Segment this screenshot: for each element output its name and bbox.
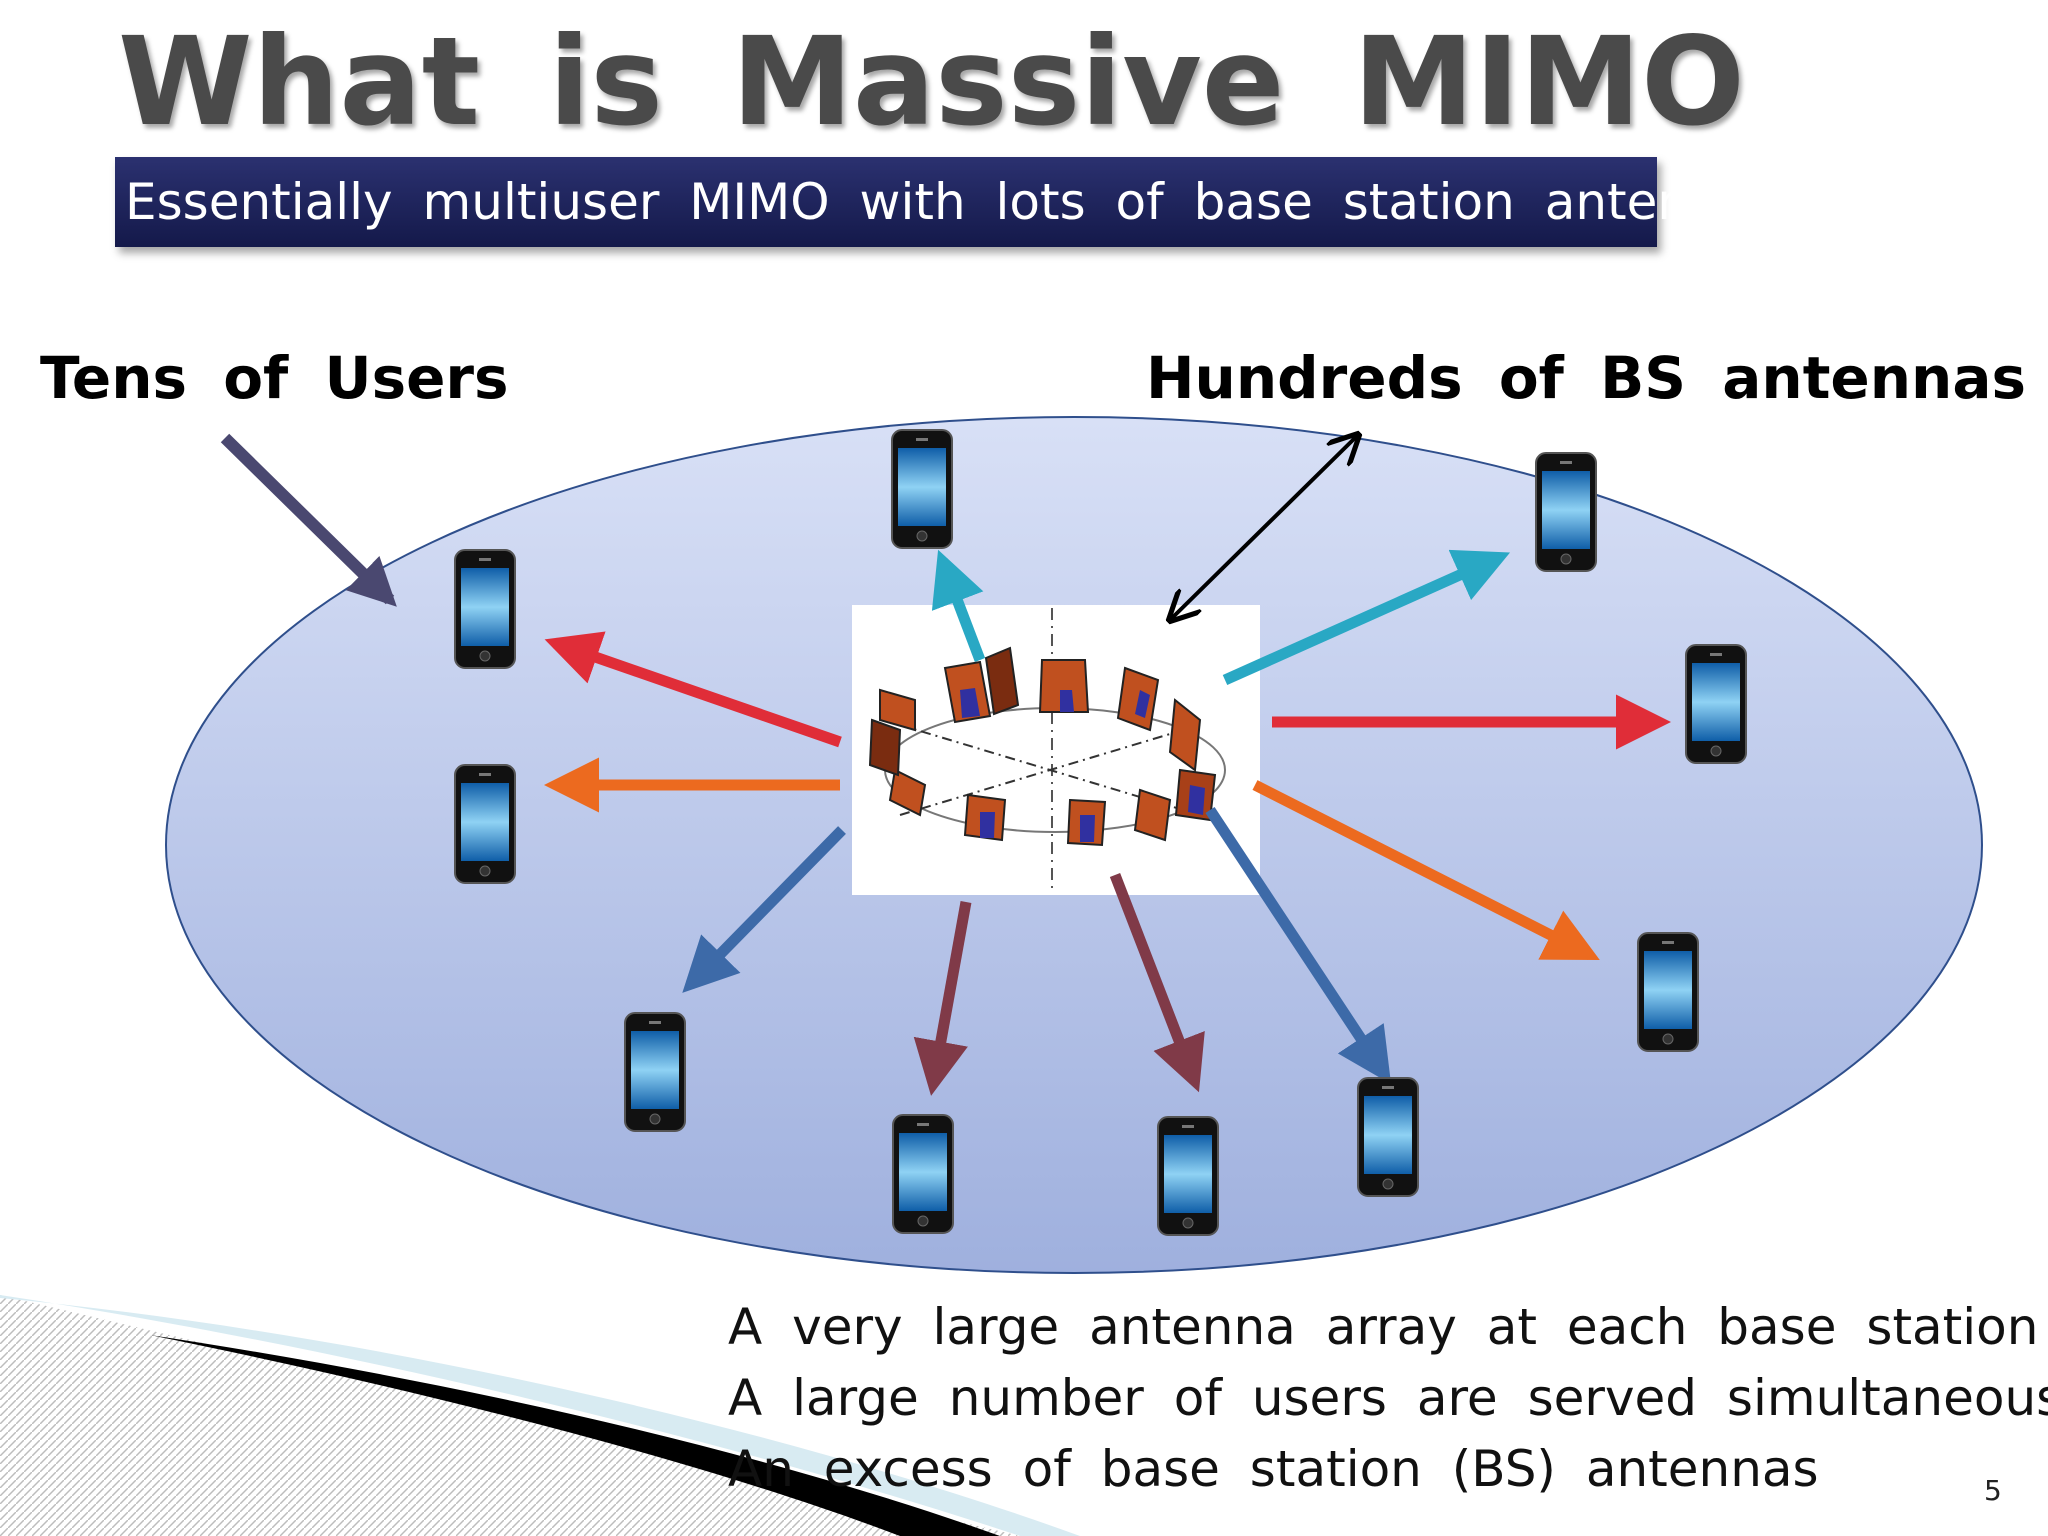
arrow-orange-right: [1252, 780, 1600, 960]
smartphone-icon: [624, 1012, 686, 1132]
arrow-blue-bottom-left: [682, 826, 846, 993]
slide-title: What is Massive MIMO: [118, 11, 1745, 153]
smartphone-icon: [1535, 452, 1597, 572]
smartphone-icon: [891, 429, 953, 549]
users-label: Tens of Users: [40, 344, 509, 412]
smartphone-icon: [892, 1114, 954, 1234]
arrow-maroon-bottom-right: [1109, 873, 1205, 1093]
arrow-blue-bottom-right: [1205, 806, 1392, 1085]
antenna-array-icon: [852, 605, 1260, 895]
arrow-red-left: [544, 631, 842, 748]
smartphone-icon: [454, 764, 516, 884]
smartphone-icon: [1157, 1116, 1219, 1236]
bullet-item: An excess of base station (BS) antennas: [728, 1440, 1819, 1498]
antennas-pointer-arrow: [1170, 435, 1358, 620]
smartphone-icon: [1637, 932, 1699, 1052]
arrow-maroon-bottom-left: [913, 901, 972, 1096]
smartphone-icon: [454, 549, 516, 669]
smartphone-icon: [1685, 644, 1747, 764]
bullet-item: A large number of users are served simul…: [728, 1369, 2048, 1427]
subtitle-text: Essentially multiuser MIMO with lots of …: [125, 173, 1778, 231]
decorative-swoosh: [0, 1295, 1080, 1536]
arrow-cyan-top: [931, 549, 986, 662]
subtitle-bar: Essentially multiuser MIMO with lots of …: [115, 157, 1777, 247]
antennas-label: Hundreds of BS antennas: [1146, 344, 2026, 412]
smartphone-icon: [1357, 1077, 1419, 1197]
bullet-list: A very large antenna array at each base …: [728, 1292, 2048, 1505]
bullet-item: A very large antenna array at each base …: [728, 1298, 2039, 1356]
users-pointer-arrow: [220, 433, 397, 607]
page-number: 5: [1984, 1474, 2002, 1507]
